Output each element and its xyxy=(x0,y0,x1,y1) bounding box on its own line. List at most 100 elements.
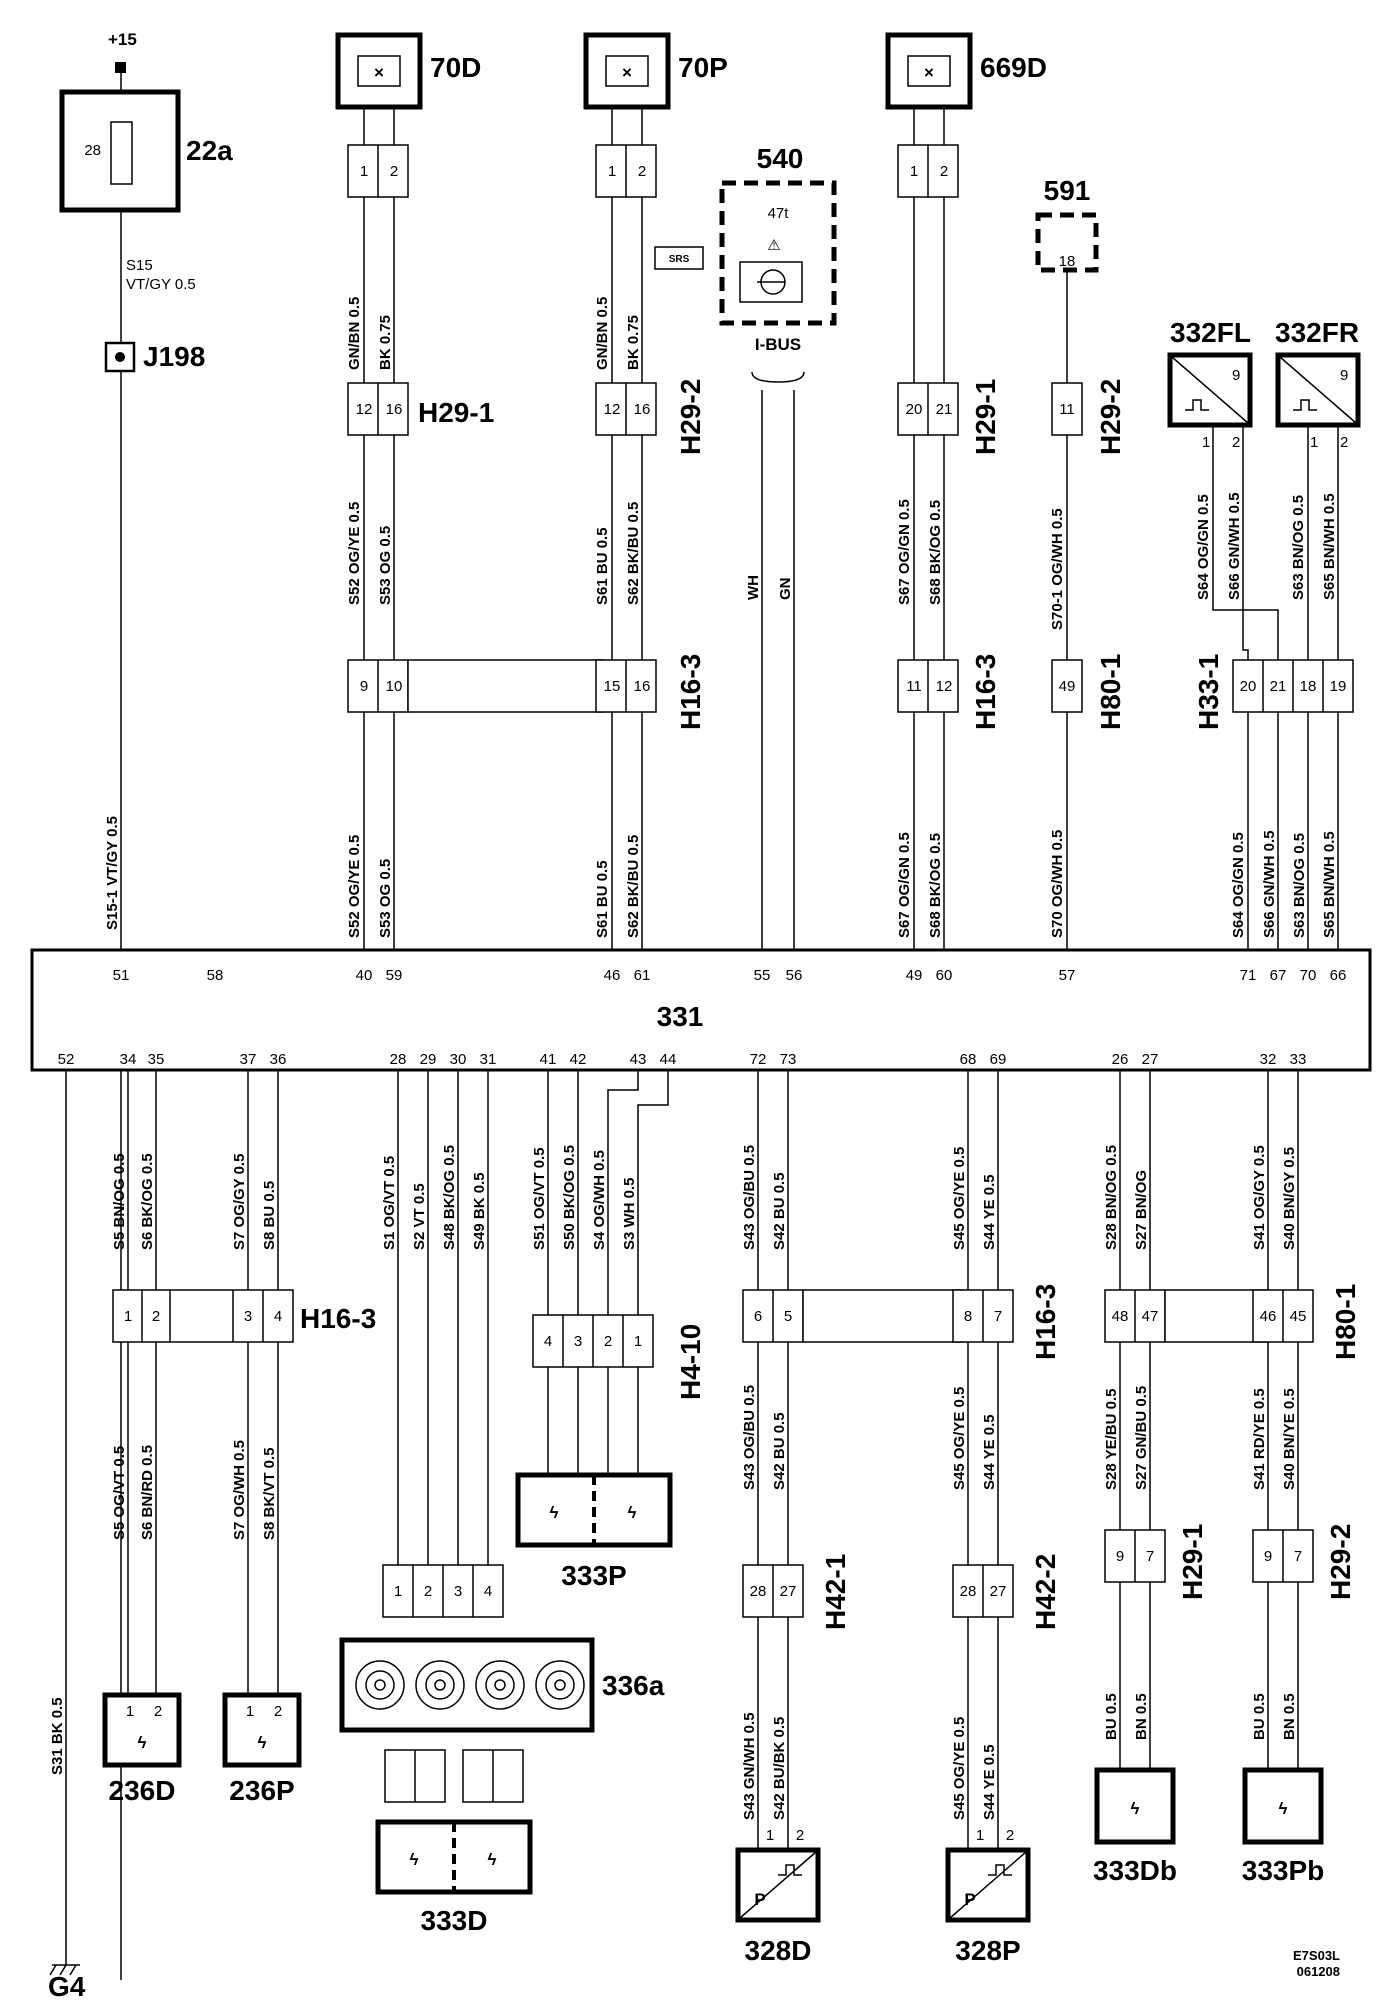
svg-text:21: 21 xyxy=(936,401,953,418)
component-236: S5 BN/OG 0.5 S6 BK/OG 0.5 S7 OG/GY 0.5 S… xyxy=(102,1070,376,1806)
svg-text:2: 2 xyxy=(274,1703,282,1720)
svg-text:BU 0.5: BU 0.5 xyxy=(1251,1693,1268,1740)
svg-text:9: 9 xyxy=(360,678,368,695)
svg-text:1: 1 xyxy=(608,163,616,180)
svg-text:S40 BN/GY 0.5: S40 BN/GY 0.5 xyxy=(1281,1147,1298,1250)
svg-text:S53 OG 0.5: S53 OG 0.5 xyxy=(377,526,394,605)
svg-text:1: 1 xyxy=(634,1333,642,1350)
svg-text:1: 1 xyxy=(976,1827,984,1844)
svg-text:2: 2 xyxy=(154,1703,162,1720)
svg-text:H29-1: H29-1 xyxy=(418,397,494,428)
svg-text:×: × xyxy=(924,63,934,82)
svg-text:S62 BK/BU 0.5: S62 BK/BU 0.5 xyxy=(625,835,642,938)
svg-text:ϟ: ϟ xyxy=(550,1503,559,1522)
svg-text:9: 9 xyxy=(1340,367,1348,384)
svg-text:S65 BN/WH 0.5: S65 BN/WH 0.5 xyxy=(1321,493,1338,600)
svg-text:×: × xyxy=(622,63,632,82)
svg-text:S48 BK/OG 0.5: S48 BK/OG 0.5 xyxy=(441,1145,458,1250)
svg-text:33: 33 xyxy=(1290,1051,1307,1068)
svg-text:43: 43 xyxy=(630,1051,647,1068)
svg-text:16: 16 xyxy=(634,678,651,695)
svg-text:28: 28 xyxy=(84,142,101,159)
svg-text:WH: WH xyxy=(745,575,762,600)
svg-text:2: 2 xyxy=(1340,434,1348,451)
svg-text:S45 OG/YE 0.5: S45 OG/YE 0.5 xyxy=(951,1147,968,1250)
svg-text:46: 46 xyxy=(604,967,621,984)
svg-text:2: 2 xyxy=(152,1308,160,1325)
svg-text:E7S03L: E7S03L xyxy=(1293,1948,1340,1963)
svg-text:18: 18 xyxy=(1059,253,1076,270)
svg-text:S66 GN/WH 0.5: S66 GN/WH 0.5 xyxy=(1261,830,1278,938)
svg-text:S8 BU 0.5: S8 BU 0.5 xyxy=(261,1181,278,1250)
svg-text:5: 5 xyxy=(784,1308,792,1325)
svg-text:60: 60 xyxy=(936,967,953,984)
svg-text:H80-1: H80-1 xyxy=(1095,654,1126,730)
svg-text:S67 OG/GN 0.5: S67 OG/GN 0.5 xyxy=(896,832,913,938)
svg-text:31: 31 xyxy=(480,1051,497,1068)
svg-text:BN 0.5: BN 0.5 xyxy=(1133,1693,1150,1740)
svg-text:18: 18 xyxy=(1300,678,1317,695)
svg-text:11: 11 xyxy=(906,678,922,695)
svg-text:H42-2: H42-2 xyxy=(1030,1554,1061,1630)
svg-text:46: 46 xyxy=(1260,1308,1277,1325)
svg-text:BU 0.5: BU 0.5 xyxy=(1103,1693,1120,1740)
fuse-label: 22a xyxy=(186,135,233,166)
svg-text:1: 1 xyxy=(360,163,368,180)
svg-text:19: 19 xyxy=(1330,678,1347,695)
svg-text:20: 20 xyxy=(1240,678,1257,695)
svg-text:9: 9 xyxy=(1232,367,1240,384)
svg-text:68: 68 xyxy=(960,1051,977,1068)
svg-text:S4 OG/WH 0.5: S4 OG/WH 0.5 xyxy=(591,1150,608,1250)
svg-text:S6 BN/RD 0.5: S6 BN/RD 0.5 xyxy=(139,1445,156,1540)
svg-text:28: 28 xyxy=(390,1051,407,1068)
svg-text:S40 BN/YE 0.5: S40 BN/YE 0.5 xyxy=(1281,1388,1298,1490)
svg-text:40: 40 xyxy=(356,967,373,984)
svg-text:S70-1 OG/WH 0.5: S70-1 OG/WH 0.5 xyxy=(1049,508,1066,630)
supply-terminal xyxy=(115,62,126,73)
svg-text:9: 9 xyxy=(1116,1548,1124,1565)
svg-text:333Pb: 333Pb xyxy=(1242,1855,1325,1886)
svg-text:9: 9 xyxy=(1264,1548,1272,1565)
ground-circuit: S31 BK 0.5 G4 xyxy=(48,1070,86,2000)
svg-text:S52 OG/YE 0.5: S52 OG/YE 0.5 xyxy=(346,835,363,938)
svg-text:S28 BN/OG 0.5: S28 BN/OG 0.5 xyxy=(1103,1145,1120,1250)
svg-text:S5 BN/OG 0.5: S5 BN/OG 0.5 xyxy=(111,1153,128,1250)
svg-text:42: 42 xyxy=(570,1051,587,1068)
supply-circuit: +15 28 22a S15 VT/GY 0.5 J198 S15-1 VT/G… xyxy=(59,30,233,1980)
svg-text:16: 16 xyxy=(634,401,651,418)
svg-text:71: 71 xyxy=(1240,967,1257,984)
svg-text:S2 VT 0.5: S2 VT 0.5 xyxy=(411,1183,428,1250)
svg-text:20: 20 xyxy=(906,401,923,418)
svg-text:ϟ: ϟ xyxy=(488,1850,497,1869)
svg-text:48: 48 xyxy=(1112,1308,1129,1325)
svg-text:3: 3 xyxy=(244,1308,252,1325)
svg-text:1: 1 xyxy=(910,163,918,180)
svg-text:⚠: ⚠ xyxy=(767,237,780,254)
svg-text:S63 BN/OG 0.5: S63 BN/OG 0.5 xyxy=(1290,495,1307,600)
svg-text:S15: S15 xyxy=(126,257,153,274)
svg-text:S45 OG/YE 0.5: S45 OG/YE 0.5 xyxy=(951,1717,968,1820)
svg-text:27: 27 xyxy=(780,1583,797,1600)
svg-text:37: 37 xyxy=(240,1051,257,1068)
svg-text:S67 OG/GN 0.5: S67 OG/GN 0.5 xyxy=(896,499,913,605)
component-332FL-FR: 332FL 9 332FR 9 1 2 1 2 S64 OG/GN 0.5 S6… xyxy=(1167,317,1361,950)
svg-text:S65 BN/WH 0.5: S65 BN/WH 0.5 xyxy=(1321,831,1338,938)
svg-text:336a: 336a xyxy=(602,1670,665,1701)
svg-text:S43 OG/BU 0.5: S43 OG/BU 0.5 xyxy=(741,1385,758,1490)
svg-text:1: 1 xyxy=(394,1583,402,1600)
svg-text:12: 12 xyxy=(356,401,373,418)
svg-text:591: 591 xyxy=(1044,175,1091,206)
svg-text:S44 YE 0.5: S44 YE 0.5 xyxy=(981,1744,998,1820)
svg-text:70P: 70P xyxy=(678,52,728,83)
svg-text:H42-1: H42-1 xyxy=(820,1554,851,1630)
svg-text:S43 GN/WH 0.5: S43 GN/WH 0.5 xyxy=(741,1712,758,1820)
svg-text:S15-1 VT/GY 0.5: S15-1 VT/GY 0.5 xyxy=(104,816,121,930)
svg-text:S53 OG 0.5: S53 OG 0.5 xyxy=(377,859,394,938)
svg-text:1: 1 xyxy=(1202,434,1210,451)
svg-text:51: 51 xyxy=(113,967,130,984)
svg-text:H16-3: H16-3 xyxy=(675,654,706,730)
svg-text:55: 55 xyxy=(754,967,771,984)
svg-text:BN 0.5: BN 0.5 xyxy=(1281,1693,1298,1740)
svg-text:3: 3 xyxy=(454,1583,462,1600)
